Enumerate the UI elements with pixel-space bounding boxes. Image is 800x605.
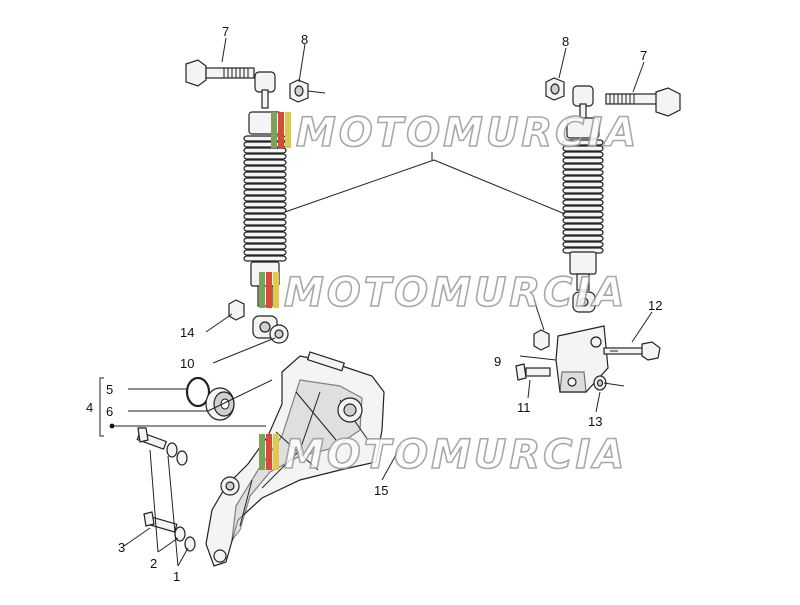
callout-7-left: 7 [222,24,229,39]
washer-2 [166,442,186,542]
callout-13: 13 [588,414,602,429]
callout-7-right: 7 [640,48,647,63]
callout-8-right: 8 [562,34,569,49]
assembly-dot [109,423,115,429]
watermark-middle: MOTOMURCIA [259,269,627,317]
left-top-nut [289,79,326,103]
callout-4: 4 [86,400,93,415]
circlip-5 [185,376,211,408]
nut-right-lower [533,329,550,351]
callout-8-left: 8 [301,32,308,47]
right-top-bolt [605,87,681,117]
callout-6: 6 [106,404,113,419]
spacer-10 [269,324,289,344]
watermark-text: MOTOMURCIA [296,110,639,156]
mount-bracket-9 [555,325,609,393]
watermark-text: MOTOMURCIA [284,432,627,478]
callout-2: 2 [150,556,157,571]
left-top-bolt [185,59,255,87]
callout-1: 1 [173,569,180,584]
callout-12: 12 [648,298,662,313]
callout-10: 10 [180,356,194,371]
leader-lines [99,37,653,567]
right-shock-absorber [562,85,604,313]
callout-11: 11 [517,400,531,415]
callout-3: 3 [118,540,125,555]
swingarm-bracket-15 [205,351,385,567]
left-lower-nut-14 [228,299,245,321]
bolt-long-left [136,427,168,450]
callout-15: 15 [374,483,388,498]
bolt-12 [603,341,661,361]
callout-labels: 7 8 8 7 14 10 5 4 6 3 2 1 15 9 12 11 13 [86,24,662,584]
callout-9: 9 [494,354,501,369]
watermark-bottom: MOTOMURCIA [259,431,627,479]
bearing-6 [205,387,235,421]
bolt-3 [143,511,178,533]
callout-14: 14 [180,325,194,340]
bolt-11 [515,363,551,381]
watermark-text: MOTOMURCIA [284,270,627,316]
callout-5: 5 [106,382,113,397]
right-top-nut [545,77,565,101]
washer-1 [176,450,196,552]
watermark-top: MOTOMURCIA [271,109,639,157]
